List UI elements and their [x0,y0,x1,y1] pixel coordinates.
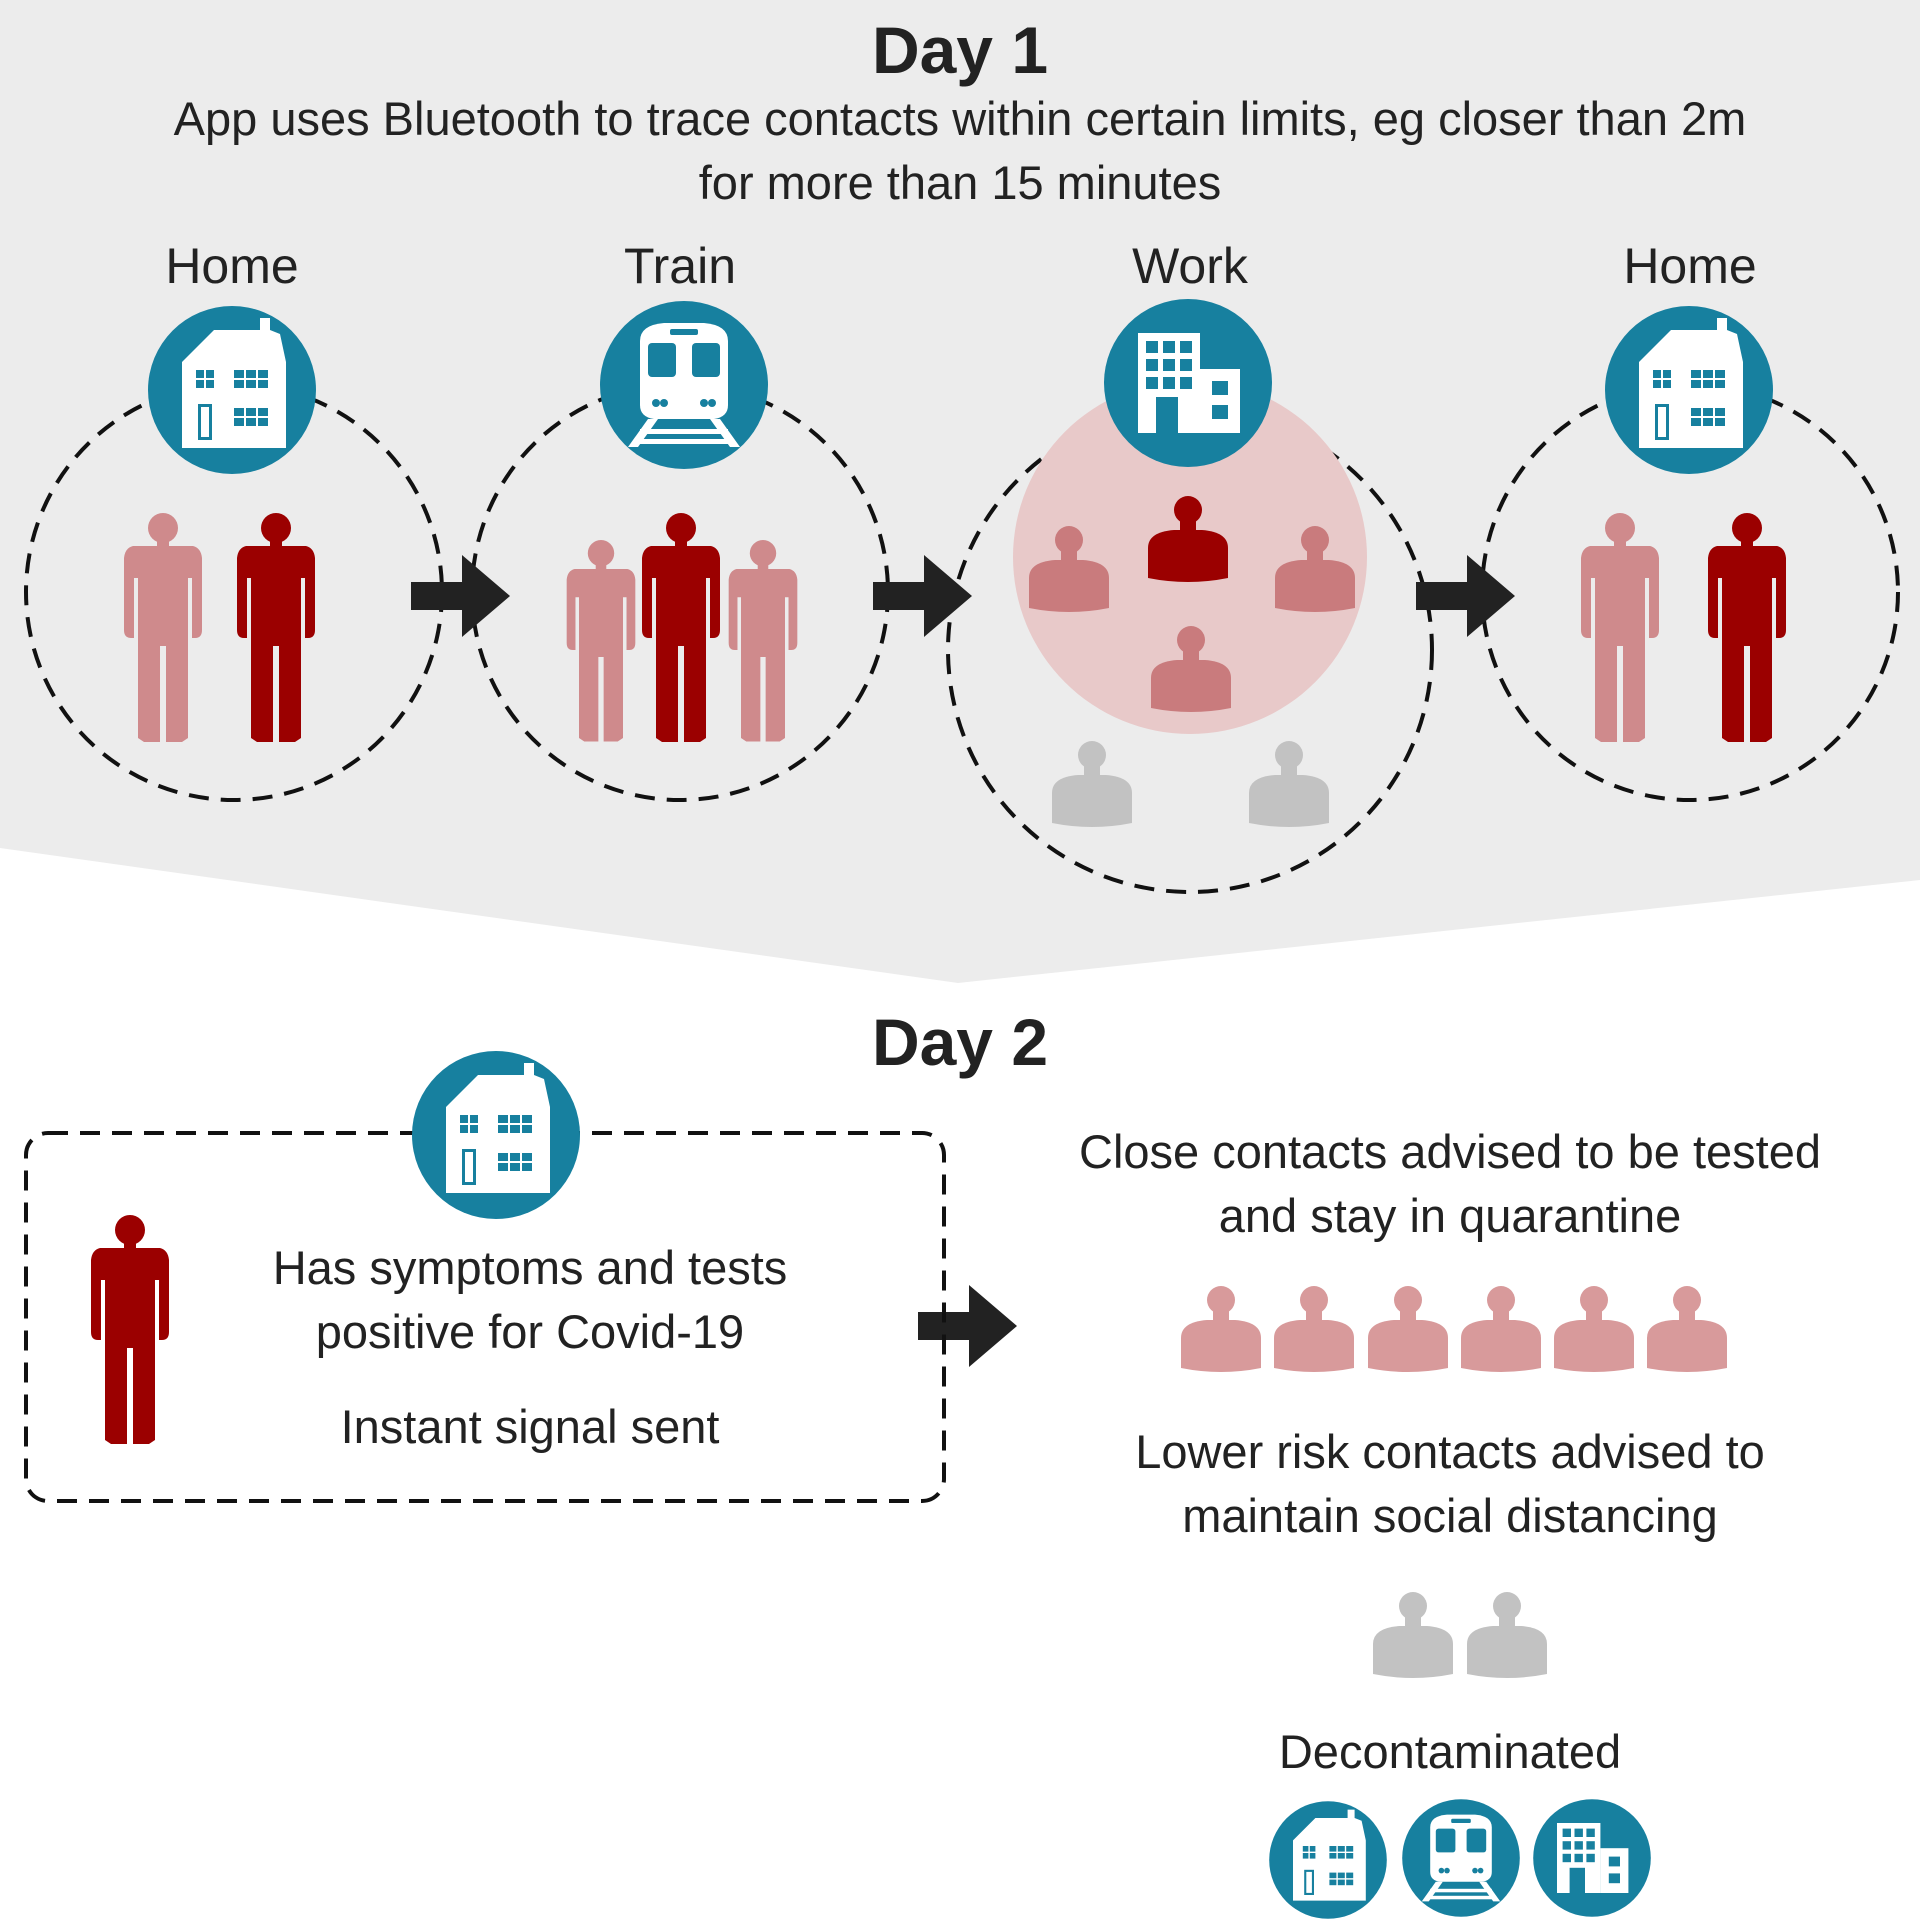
close-contact-bust [1461,1286,1541,1372]
arrow-right-icon [1416,555,1515,637]
case-text-line1: Has symptoms and tests [272,1241,788,1294]
close-contacts-line2: and stay in quarantine [1218,1189,1682,1242]
house-icon-decontaminated [1269,1801,1387,1919]
train-icon-decontaminated [1402,1799,1520,1917]
arrow-right-icon [873,555,972,637]
close-contact-bust [1181,1286,1261,1372]
house-icon-2 [1605,306,1773,474]
signal-text: Instant signal sent [340,1400,720,1453]
lower-risk-line2: maintain social distancing [1182,1489,1718,1542]
location-label-work: Work [1132,238,1248,294]
case-box [24,1131,946,1503]
lower-risk-bust [1373,1592,1453,1678]
decontaminated-label: Decontaminated [1278,1725,1622,1778]
close-contact-bust [1368,1286,1448,1372]
lower-risk-line1: Lower risk contacts advised to [1135,1425,1765,1478]
case-text-line2: positive for Covid-19 [315,1305,745,1358]
close-contacts-line1: Close contacts advised to be tested [1079,1125,1821,1178]
location-label-home-2: Home [1623,238,1757,294]
day1-subtitle-line2: for more than 15 minutes [698,156,1222,209]
day1-panel [0,0,1920,983]
arrow-right-icon [918,1285,1017,1367]
day1-subtitle-line1: App uses Bluetooth to trace contacts wit… [173,92,1747,145]
positive-case-person [91,1215,169,1444]
day2-title: Day 2 [871,1005,1049,1079]
arrow-right-icon [411,555,510,637]
office-icon [1104,299,1272,467]
house-icon [148,306,316,474]
office-icon-decontaminated [1533,1799,1651,1917]
train-icon [600,301,768,469]
location-label-home: Home [165,238,299,294]
day1-title: Day 1 [871,13,1049,87]
lower-risk-bust [1467,1592,1547,1678]
close-contact-bust [1647,1286,1727,1372]
close-contact-bust [1274,1286,1354,1372]
close-contact-bust [1554,1286,1634,1372]
location-label-train: Train [623,238,737,294]
